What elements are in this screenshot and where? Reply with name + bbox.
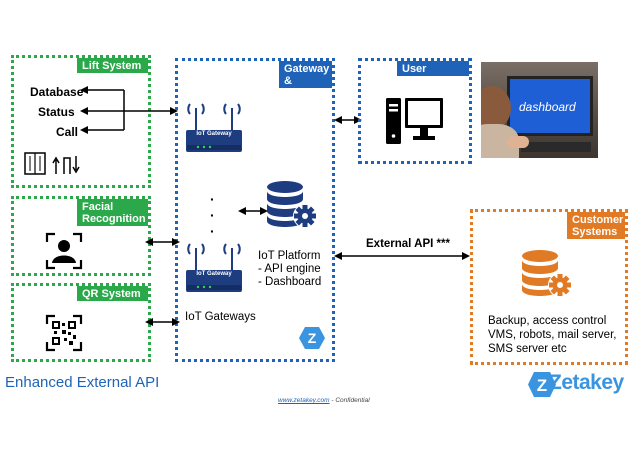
database-gear-icon-blue — [267, 181, 317, 228]
iot-platform-line1: IoT Platform — [258, 250, 321, 262]
router-icon-top — [186, 103, 242, 152]
facial-recognition-title: Facial Recognition — [77, 199, 148, 226]
customer-desc-line1: Backup, access control — [488, 315, 607, 327]
elevator-doors-icon — [24, 152, 46, 175]
iot-platform-line2: - API engine — [258, 263, 321, 275]
gateway-title-line2: & Server — [284, 75, 319, 99]
customer-desc-line2: VMS, robots, mail server, — [488, 329, 617, 341]
user-devices-title: User Devices — [397, 61, 469, 87]
qr-code-icon — [45, 314, 83, 352]
facial-recognition-box — [11, 196, 151, 276]
elevator-arrows-icon — [52, 156, 80, 174]
iot-platform-line3: - Dashboard — [258, 276, 322, 288]
svg-text:Z: Z — [308, 330, 317, 346]
router-label-bottom: IoT Gateway — [196, 271, 232, 277]
zetakey-logo-icon: Z — [528, 372, 556, 397]
qr-system-title: QR System — [77, 286, 148, 301]
photo-hand — [507, 136, 529, 148]
footer-link[interactable]: www.zetakey.com — [278, 397, 330, 404]
gateway-server-title: Gateway & Server — [279, 61, 332, 99]
enhanced-external-api-title: Enhanced External API — [5, 374, 160, 391]
customer-systems-title: Customer Systems — [567, 212, 625, 239]
zetakey-badge-icon: Z — [299, 327, 325, 349]
user-devices-box — [358, 58, 472, 164]
lift-system-title: Lift System — [77, 58, 148, 73]
database-gear-icon-orange — [522, 250, 572, 297]
photo-person-head — [481, 86, 511, 130]
lift-item-call: Call — [56, 125, 79, 139]
lift-item-database: Database — [30, 85, 84, 99]
footer-confidential-line: www.zetakey.com - Confidential — [278, 397, 370, 404]
gateway-title-line1: Gateway — [284, 63, 330, 75]
external-api-label: External API *** — [366, 238, 450, 250]
lift-system-box — [11, 55, 151, 188]
photo-keyboard — [521, 142, 591, 152]
ellipsis-dot-1: · — [210, 191, 215, 207]
customer-title-line2: Systems — [572, 226, 618, 238]
user-photo: dashboard — [481, 62, 598, 158]
lift-item-status: Status — [38, 105, 75, 119]
customer-desc-line3: SMS server etc — [488, 343, 567, 355]
svg-text:Z: Z — [537, 376, 547, 395]
gateway-server-box — [175, 58, 335, 362]
zetakey-brand-text: Zetakey — [549, 371, 624, 394]
router-label-top: IoT Gateway — [196, 131, 232, 137]
face-scan-icon — [45, 232, 83, 270]
facial-title-line1: Facial — [82, 201, 114, 213]
footer-confidential: - Confidential — [329, 397, 370, 404]
desktop-computer-icon — [386, 98, 443, 144]
ellipsis-dot-3: · — [210, 223, 215, 239]
zetakey-brand: Z Zetakey — [527, 370, 631, 400]
iot-gateways-label: IoT Gateways — [185, 311, 256, 323]
photo-monitor — [507, 76, 593, 136]
ellipsis-dot-2: · — [210, 207, 215, 223]
facial-title-line2: Recognition — [82, 213, 146, 225]
customer-systems-box — [470, 209, 628, 365]
photo-screen-text: dashboard — [519, 100, 576, 114]
router-icon-bottom — [186, 243, 242, 292]
customer-title-line1: Customer — [572, 214, 624, 226]
